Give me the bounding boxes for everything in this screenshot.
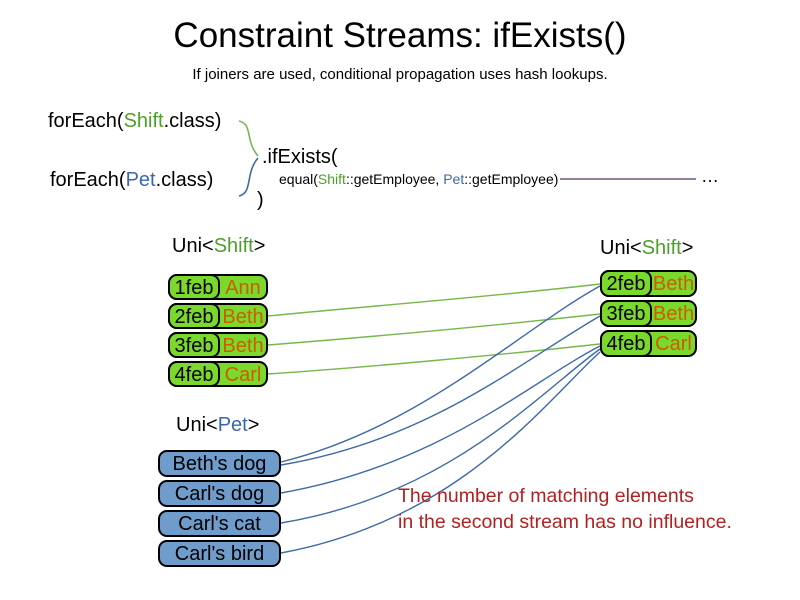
left-shift-table-label: Uni<Shift> [172,235,265,258]
code-foreach-shift: forEach(Shift.class) [48,110,221,133]
code-close-paren: ) [257,189,264,211]
code-shift-token: Shift [317,171,346,187]
pet-row-carls-bird: Carl's bird [158,540,281,567]
connector-bethsdog-3feb [280,315,601,466]
code-text: ::getEmployee) [464,171,559,187]
code-text: equal( [279,171,318,187]
left-shift-row-2feb: 2feb Beth [168,303,268,329]
code-ellipsis: … [701,166,719,186]
brace-lower-blue-curve [238,157,259,197]
slide-subtitle: If joiners are used, conditional propaga… [192,66,608,83]
shift-employee-cell: Beth [222,306,264,328]
pet-row-carls-cat: Carl's cat [158,510,281,537]
code-text: .class) [163,110,222,132]
connector-shift-3feb [267,313,601,346]
code-foreach-pet: forEach(Pet.class) [50,169,213,192]
label-text: > [681,237,694,259]
code-shift-class-token: Shift [123,110,164,132]
shift-date-cell: 4feb [600,330,652,357]
shift-employee-cell: Beth [222,335,264,357]
code-equal-joiner: equal(Shift::getEmployee, Pet::getEmploy… [279,171,558,187]
connector-shift-4feb [267,343,601,375]
shift-date-cell: 2feb [600,270,652,297]
right-shift-row-4feb: 4feb Carl [600,330,697,357]
right-shift-row-2feb: 2feb Beth [600,270,697,297]
label-text: Uni< [172,235,214,257]
shift-employee-cell: Ann [225,277,261,299]
code-text: forEach( [48,110,124,132]
label-shift-type: Shift [641,237,682,259]
label-pet-type: Pet [217,414,248,436]
label-text: Uni< [176,414,218,436]
right-shift-row-3feb: 3feb Beth [600,300,697,327]
slide-title: Constraint Streams: ifExists() [173,16,627,55]
label-text: > [253,235,266,257]
code-pet-class-token: Pet [125,169,156,191]
annotation-line-2: in the second stream has no influence. [398,511,732,533]
brace-upper-green-curve [238,120,259,157]
connector-shift-2feb [267,283,601,317]
code-pet-token: Pet [443,171,465,187]
code-text: .class) [155,169,214,191]
left-shift-row-3feb: 3feb Beth [168,332,268,358]
code-text: forEach( [50,169,126,191]
pet-row-carls-dog: Carl's dog [158,480,281,507]
label-text: Uni< [600,237,642,259]
shift-date-cell: 4feb [168,361,220,387]
shift-employee-cell: Beth [652,273,695,295]
shift-employee-cell: Carl [224,364,262,386]
label-shift-type: Shift [213,235,254,257]
connector-carlsdog-4feb [280,345,601,494]
code-text: ::getEmployee, [345,171,444,187]
shift-date-cell: 3feb [600,300,652,327]
shift-date-cell: 1feb [168,274,220,300]
annotation-line-1: The number of matching elements [398,485,694,507]
connector-bethsdog-2feb [280,285,601,463]
right-shift-table-label: Uni<Shift> [600,237,693,260]
shift-date-cell: 2feb [168,303,220,329]
shift-employee-cell: Beth [652,303,695,325]
shift-employee-cell: Carl [655,333,692,355]
annotation-note: The number of matching elements in the s… [398,483,732,535]
pet-row-beths-dog: Beth's dog [158,450,281,477]
left-shift-row-1feb: 1feb Ann [168,274,268,300]
left-shift-row-4feb: 4feb Carl [168,361,268,387]
code-if-exists: .ifExists( [262,146,338,168]
pet-table-label: Uni<Pet> [176,414,259,437]
shift-date-cell: 3feb [168,332,220,358]
label-text: > [247,414,260,436]
